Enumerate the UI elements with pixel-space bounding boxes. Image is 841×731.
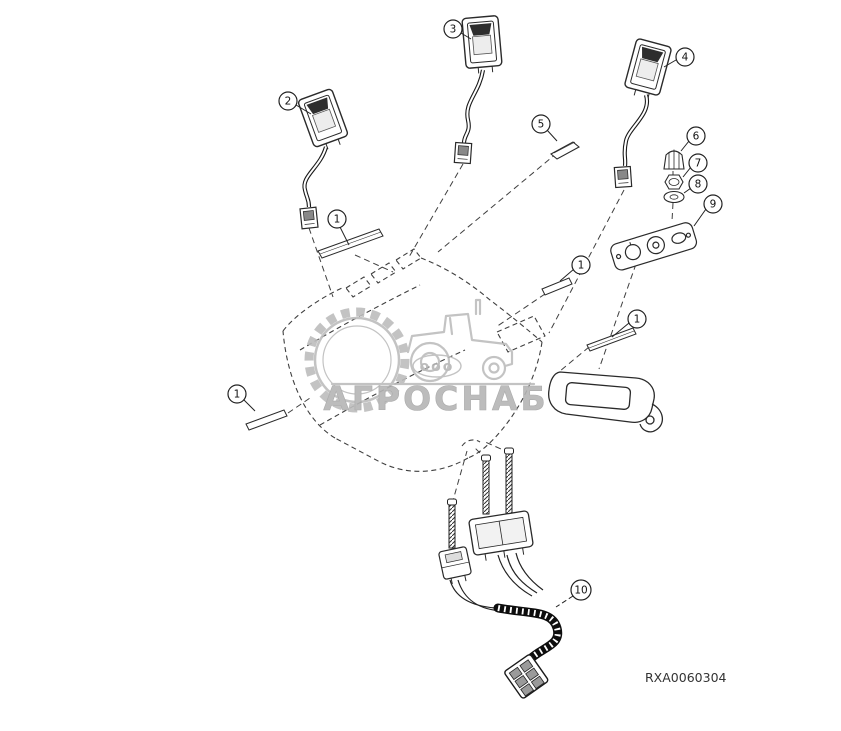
drawing-number: RXA0060304	[645, 670, 727, 685]
console-outline	[282, 248, 546, 472]
assembly-line	[287, 397, 311, 414]
callout-6: 6	[686, 126, 706, 146]
callout-3: 3	[443, 19, 463, 39]
rubber-cap-part	[663, 149, 685, 170]
switch-rocker	[306, 97, 329, 115]
switch-mounting-plate	[610, 222, 698, 271]
callout-1a: 1	[327, 209, 347, 229]
switch-3-wire	[461, 69, 486, 144]
threaded-stud	[504, 447, 514, 515]
mounting-bracket	[548, 371, 663, 433]
assembly-line	[559, 346, 590, 372]
retainer-clip-part	[550, 141, 580, 160]
callout-10: 10	[570, 579, 592, 601]
switch-3-connector	[453, 141, 473, 165]
callout-7-number: 7	[695, 158, 702, 170]
callout-1-number: 1	[634, 314, 641, 326]
callout-9-number: 9	[710, 199, 717, 211]
callout-4-number: 4	[682, 52, 689, 64]
callout-1-number: 1	[578, 260, 585, 272]
assembly-line	[598, 263, 637, 370]
label-strip-1a	[317, 228, 384, 259]
assembly-line	[437, 152, 558, 253]
switch-4-wire	[622, 94, 650, 167]
gear-logo-icon	[304, 307, 410, 413]
assembly-line	[451, 450, 468, 505]
callout-3-number: 3	[450, 24, 457, 36]
callout-5: 5	[531, 114, 551, 134]
callout-1b: 1	[571, 255, 591, 275]
assembly-line	[308, 227, 334, 298]
watermark-prefix: ооо	[420, 359, 455, 375]
callouts: 2 3 4 5 6 7 8 9	[227, 19, 723, 601]
callout-9: 9	[703, 194, 723, 214]
tractor-logo-icon	[330, 298, 536, 386]
callout-2: 2	[278, 91, 298, 111]
label-strip-1b	[541, 277, 573, 296]
callout-8-number: 8	[695, 179, 702, 191]
assembly-line	[354, 254, 394, 273]
callout-6-number: 6	[693, 131, 700, 143]
callout-5-number: 5	[538, 119, 545, 131]
callout-4: 4	[675, 47, 695, 67]
rocker-switch-4	[624, 38, 672, 100]
rocker-switch-3	[461, 15, 503, 74]
watermark-company-name: АГРОСНАБ	[323, 379, 548, 418]
hex-nut-part	[664, 174, 684, 190]
plunger-switch-large	[468, 510, 534, 561]
plunger-switch-small	[438, 546, 472, 585]
callout-10-number: 10	[574, 585, 587, 597]
callout-7: 7	[688, 153, 708, 173]
assembly-line	[408, 163, 464, 258]
switch-2-wire	[302, 146, 329, 208]
watermark-prefix-oval	[412, 354, 462, 378]
switch-2-connector	[299, 206, 319, 230]
threaded-stud	[447, 498, 457, 549]
rocker-switch-2	[297, 88, 349, 150]
callout-1d: 1	[227, 384, 247, 404]
switch-4-connector	[613, 165, 633, 189]
label-strip-1c	[586, 327, 637, 352]
harness-cable	[493, 603, 563, 666]
callout-1-number: 1	[334, 214, 341, 226]
callout-2-number: 2	[285, 96, 292, 108]
callout-8: 8	[688, 174, 708, 194]
callout-1-number: 1	[234, 389, 241, 401]
threaded-stud	[481, 454, 491, 515]
callout-1c: 1	[627, 309, 647, 329]
washer-part	[663, 190, 685, 204]
watermark: ооо АГРОСНАБ	[304, 298, 548, 418]
switch-rocker	[469, 23, 492, 36]
harness-connector	[504, 654, 549, 699]
label-strip-1d	[245, 409, 288, 431]
switch-rocker	[642, 46, 664, 63]
callout-leaders	[243, 32, 707, 608]
